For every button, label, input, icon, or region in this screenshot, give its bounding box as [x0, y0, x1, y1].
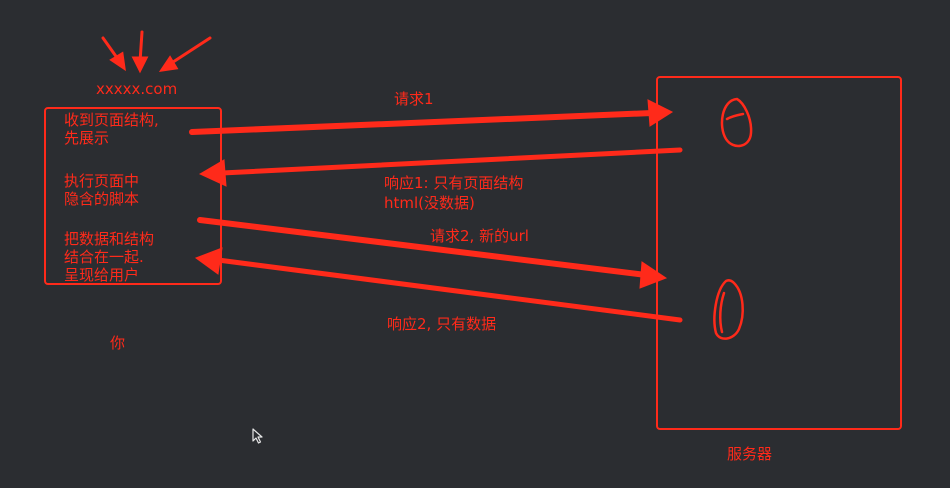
client-step-3-line-2: 结合在一起. [64, 248, 144, 266]
server-label: 服务器 [727, 445, 773, 463]
client-step-3-line-1: 把数据和结构 [64, 230, 155, 248]
domain-label: xxxxx.com [96, 80, 178, 98]
server-box [656, 76, 902, 430]
client-step-2-line-1: 执行页面中 [64, 172, 140, 190]
server-mark-2 [713, 279, 744, 340]
domain-pointer-arrows [101, 30, 212, 74]
response1-arrow [198, 147, 683, 187]
request1-arrow [189, 99, 674, 135]
pointer-arrow-middle-head [131, 56, 149, 74]
client-step-3: 把数据和结构 结合在一起. 呈现给用户 [64, 230, 154, 284]
pointer-arrow-left-head [109, 51, 126, 72]
client-step-2: 执行页面中 隐含的脚本 [64, 172, 139, 208]
client-step-2-line-2: 隐含的脚本 [64, 190, 140, 208]
response1-label-line-2: html(没数据) [384, 194, 475, 212]
client-step-1: 收到页面结构, 先展示 [64, 111, 159, 147]
response2-label: 响应2, 只有数据 [387, 315, 497, 333]
server-mark-1 [720, 97, 753, 148]
client-step-1-line-1: 收到页面结构, [64, 111, 159, 129]
client-label: 你 [110, 334, 126, 352]
request2-arrow [197, 217, 668, 289]
request2-label: 请求2, 新的url [430, 227, 529, 245]
pointer-arrow-right [168, 36, 212, 66]
response2-arrow [194, 247, 683, 323]
client-box [44, 107, 222, 285]
client-step-3-line-3: 呈现给用户 [64, 266, 140, 284]
mouse-cursor-icon [252, 428, 263, 444]
response1-label-line-1: 响应1: 只有页面结构 [384, 174, 524, 192]
pointer-arrow-right-head [158, 55, 179, 72]
client-step-1-line-2: 先展示 [64, 129, 110, 147]
request1-label: 请求1 [394, 90, 434, 108]
